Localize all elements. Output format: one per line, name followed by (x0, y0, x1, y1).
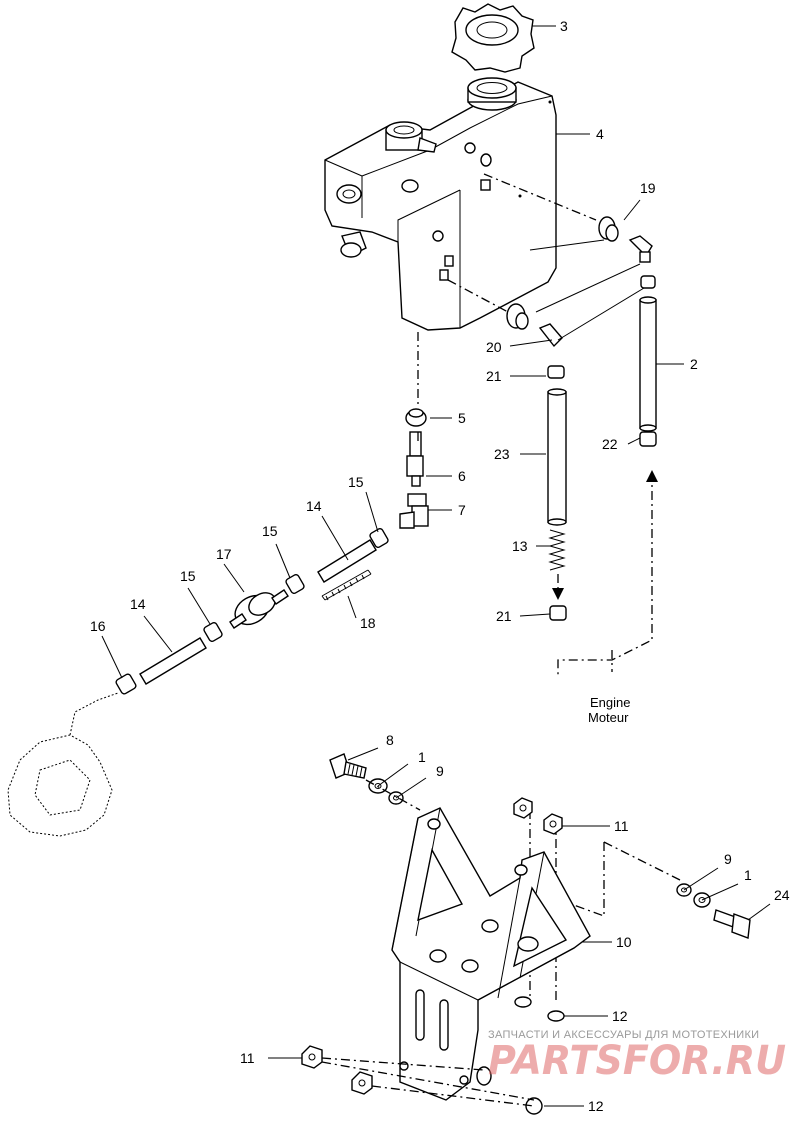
engine-label-en: Engine (590, 695, 630, 710)
callout-1-left: 1 (418, 749, 426, 765)
callout-12-top: 12 (612, 1008, 628, 1024)
callout-21-bottom: 21 (496, 608, 512, 624)
watermark: ЗАПЧАСТИ И АКСЕССУАРЫ ДЛЯ МОТОТЕХНИКИ PA… (488, 1029, 786, 1084)
bracket-part-10 (391, 807, 591, 1101)
callout-labels: 3 4 19 20 21 2 5 22 23 6 15 14 7 15 13 1… (90, 18, 790, 1114)
callout-18: 18 (360, 615, 376, 631)
callout-22: 22 (602, 436, 618, 452)
callout-17: 17 (216, 546, 232, 562)
clamp-part-16 (115, 673, 137, 695)
engine-pump-outline (7, 692, 119, 837)
callout-15-b: 15 (262, 523, 278, 539)
hose-part-14-lower (139, 637, 207, 685)
callout-21-top: 21 (486, 368, 502, 384)
callout-11-top: 11 (614, 818, 629, 834)
washer-part-12-upper (514, 996, 565, 1022)
callout-20: 20 (486, 339, 502, 355)
callout-23: 23 (494, 446, 510, 462)
nut-part-11-top-a (513, 797, 533, 819)
oil-tank-part-4 (324, 77, 557, 331)
callout-16: 16 (90, 618, 106, 634)
grommet-part-20 (506, 303, 563, 348)
engine-label: Engine Moteur (588, 695, 630, 725)
callout-2: 2 (690, 356, 698, 372)
nut-part-11-lower-a (301, 1045, 323, 1069)
callout-3: 3 (560, 18, 568, 34)
bolt-part-8 (329, 753, 367, 779)
callout-24: 24 (774, 887, 790, 903)
sleeve-part-18 (321, 569, 372, 601)
callout-6: 6 (458, 468, 466, 484)
callout-10: 10 (616, 934, 632, 950)
bolt-part-24 (713, 909, 751, 939)
callout-14-b: 14 (130, 596, 146, 612)
hose-part-23 (547, 388, 567, 526)
lower-routing-lines (321, 779, 535, 1107)
nut-part-11-top-b (543, 813, 563, 835)
callout-14-a: 14 (306, 498, 322, 514)
callout-15-a: 15 (348, 474, 364, 490)
callout-7: 7 (458, 502, 466, 518)
leader-lines (101, 25, 771, 1107)
nut-part-11-lower-b (351, 1071, 373, 1095)
clamp-part-21-top (547, 365, 565, 379)
vent-hose-part-2 (639, 296, 657, 432)
clamp-part-15-c (203, 621, 223, 643)
callout-4: 4 (596, 126, 604, 142)
callout-13: 13 (512, 538, 528, 554)
callout-8: 8 (386, 732, 394, 748)
filter-part-6 (406, 431, 424, 487)
clamp-part-15-b (285, 573, 305, 595)
grommet-part-5 (405, 408, 427, 427)
callout-9-right: 9 (724, 851, 732, 867)
spring-part-13 (548, 529, 566, 571)
callout-5: 5 (458, 410, 466, 426)
callout-15-c: 15 (180, 568, 196, 584)
callout-11-bottom: 11 (240, 1050, 255, 1066)
flow-arrows (552, 470, 658, 600)
hose-part-14-upper (317, 539, 377, 583)
clamp-part-22 (639, 431, 657, 447)
filter-part-17 (229, 589, 289, 629)
callout-1-right: 1 (744, 867, 752, 883)
grommet-part-19 (598, 216, 653, 263)
clamp-part-15-a (369, 527, 389, 549)
watermark-tagline: ЗАПЧАСТИ И АКСЕССУАРЫ ДЛЯ МОТОТЕХНИКИ (488, 1029, 759, 1041)
tank-cap-part-3 (451, 3, 535, 73)
washer-part-12-lower (476, 1066, 543, 1115)
fitting-part-7 (399, 493, 429, 529)
washer-part-1-right (693, 892, 711, 908)
callout-19: 19 (640, 180, 656, 196)
engine-label-fr: Moteur (588, 710, 629, 725)
callout-12-bottom: 12 (588, 1098, 604, 1114)
callout-9-left: 9 (436, 763, 444, 779)
clamp-part-21-bottom (549, 605, 567, 621)
clamp-small-top (640, 275, 656, 289)
watermark-logo: PARTSFOR.RU (488, 1038, 786, 1084)
